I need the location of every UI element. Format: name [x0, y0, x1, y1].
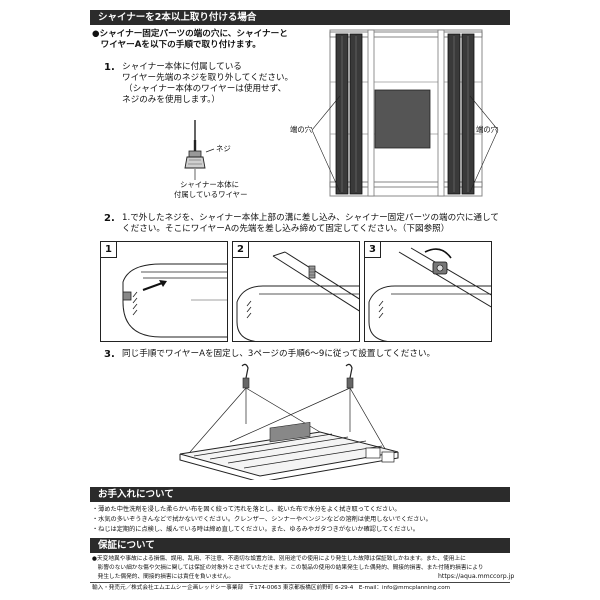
intro-line-2: ワイヤーAを以下の手順で取り付けます。: [92, 40, 261, 50]
step2-panel-1: 1: [100, 241, 228, 342]
care-line-2: ・水気の多いぞうきんなどで拭かないでください。クレンザー、シンナーやベンジンなど…: [92, 516, 432, 523]
panel-1-number: 1: [101, 242, 117, 258]
step2-panel-2: 2: [232, 241, 360, 342]
intro-line-1: ●シャイナー固定パーツの端の穴に、シャイナーと: [92, 29, 288, 39]
panel-2-illustration: [236, 251, 359, 341]
warranty-line-3: 発生した偶発的、間接的損害には責任を負いません。: [92, 574, 235, 580]
panel-2-number: 2: [233, 242, 249, 258]
panel-3-number: 3: [365, 242, 381, 258]
footer-importer: 輸入・発売元／株式会社エムエムシー企画レッドシー事業部 〒174-0063 東京…: [92, 585, 451, 591]
section-title: シャイナーを2本以上取り付ける場合: [98, 12, 257, 23]
warranty-line-1: ●天変地異や事故による損傷、誤用、乱用、不注意、不適切な設置方法、別用途での使用…: [92, 556, 466, 562]
step3-number: 3.: [104, 349, 115, 360]
step2-panel-3: 3: [364, 241, 492, 342]
step1-line-4: ネジのみを使用します。）: [122, 95, 220, 105]
fixture-top-view-diagram: [311, 29, 499, 197]
warranty-title-bar: 保証について: [90, 538, 510, 553]
left-hole-label: 端の穴: [290, 125, 313, 134]
footer-divider: [90, 582, 510, 583]
wire-label-line-2: 付属しているワイヤー: [174, 190, 248, 199]
wire-label-line-1: シャイナー本体に: [180, 180, 239, 189]
footer-url[interactable]: https://aqua.mmccorp.jp: [438, 573, 515, 580]
care-title: お手入れについて: [98, 489, 174, 500]
step1-number: 1.: [104, 62, 115, 73]
warranty-line-2: 影響のない細かな傷や欠損に関しては保証の対象外とさせていただきます。この製品の使…: [92, 565, 484, 571]
step2-number: 2.: [104, 213, 115, 224]
section-title-bar: シャイナーを2本以上取り付ける場合: [90, 10, 510, 25]
step3-text: 同じ手順でワイヤーAを固定し、3ページの手順6〜9に従って設置してください。: [122, 349, 436, 359]
step1-line-3: （シャイナー本体のワイヤーは使用せず、: [124, 84, 287, 94]
step1-line-2: ワイヤー先端のネジを取り外してください。: [122, 73, 294, 83]
right-hole-label: 端の穴: [476, 125, 499, 134]
care-title-bar: お手入れについて: [90, 487, 510, 502]
screw-wire-illustration: [184, 120, 215, 180]
step2-line-2: ください。そこにワイヤーAの先端を差し込み締めて固定してください。（下図参照）: [122, 224, 450, 234]
hanging-fixture-illustration: [179, 363, 399, 480]
step2-line-1: 1.で外したネジを、シャイナー本体上部の溝に差し込み、シャイナー固定パーツの端の…: [122, 213, 499, 223]
warranty-title: 保証について: [98, 540, 155, 551]
panel-1-illustration: [122, 263, 227, 338]
care-line-1: ・薄めた中性洗剤を浸した柔らかい布を固く絞って汚れを落とし、乾いた布で水分をよく…: [92, 506, 401, 513]
screw-label: ネジ: [216, 144, 231, 153]
panel-3-illustration: [368, 247, 491, 341]
step1-line-1: シャイナー本体に付属している: [122, 62, 242, 72]
care-line-3: ・ねじは定期的に点検し、緩んでいる時は締め直してください。また、ゆるみやガタつき…: [92, 526, 419, 533]
